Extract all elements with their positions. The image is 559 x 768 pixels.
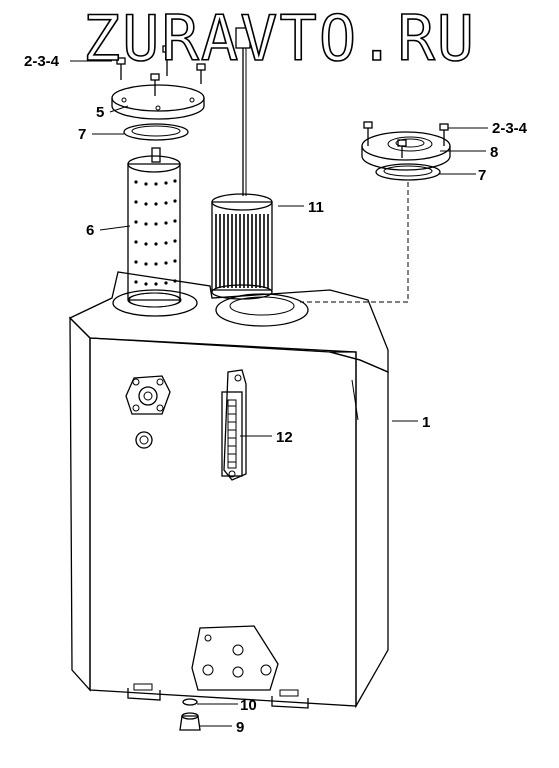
assembly-path-line [300,182,409,303]
cover-bolts-right [363,121,449,158]
callout-7-left: 7 [78,126,86,143]
port-flange [125,375,171,415]
callout-10: 10 [240,697,257,714]
cover-bolts-left [116,45,206,96]
filter-element [211,193,273,300]
callout-9: 9 [236,719,244,736]
drain-plate [191,625,279,691]
callout-2-3-4-right: 2-3-4 [492,120,528,137]
plug-fitting [135,431,153,449]
gasket-right [375,163,441,181]
watermark-text: ZURAVTO.RU [82,2,477,75]
drain-plug [179,712,201,731]
callout-5: 5 [96,104,104,121]
filter-rod [235,27,251,196]
callout-2-3-4-left: 2-3-4 [24,53,60,70]
outlet-cover [361,131,451,171]
leader-lines [70,60,488,727]
callout-12: 12 [276,429,293,446]
callout-6: 6 [86,222,94,239]
strainer-basket [127,147,181,308]
callout-8: 8 [490,144,498,161]
filler-flange-base [112,289,198,317]
hydraulic-tank [68,271,389,709]
callout-11: 11 [308,199,324,216]
filter-port-flange [215,293,309,327]
callout-1: 1 [422,414,430,431]
filler-cover [111,84,205,120]
level-gauge [221,369,247,481]
drain-washer [182,698,198,706]
callout-7-right: 7 [478,167,486,184]
gasket-left [123,123,189,141]
